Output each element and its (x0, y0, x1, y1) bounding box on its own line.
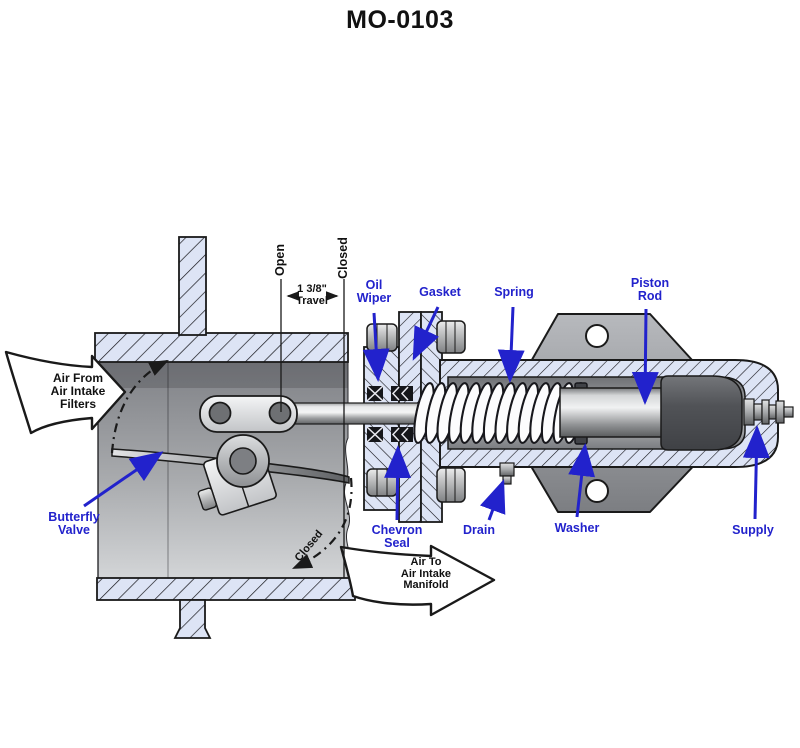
chevron-seals (391, 386, 413, 442)
outlet-flow-arrow (339, 544, 496, 617)
washer-leader (568, 443, 596, 518)
piston (660, 375, 743, 451)
spring-label: Spring (494, 285, 534, 299)
travel-dimension-label: 1 3/8" Travel (296, 283, 328, 307)
chevron-seal-label: Chevron Seal (371, 523, 423, 550)
leader-arrows (83, 306, 770, 521)
lever-arm (199, 395, 298, 433)
gasket-label: Gasket (419, 285, 461, 299)
butterfly-valve-label: Butterfly Valve (48, 510, 100, 537)
drain-fitting (499, 462, 515, 485)
chevron-seal-leader (384, 445, 412, 521)
supply-leader (742, 425, 770, 520)
oil-wiper-leader (362, 312, 390, 382)
piston-rod-label: Piston Rod (630, 276, 670, 303)
piston-rod-leader (631, 308, 659, 405)
inlet-flow-label: Air From Air Intake Filters (50, 371, 106, 411)
spring-leader (497, 306, 525, 383)
drain-leader (479, 479, 506, 521)
drain-label: Drain (463, 523, 495, 537)
oil-wiper-label: Oil Wiper (356, 278, 392, 305)
butterfly-valve-leader (83, 451, 164, 508)
oil-wiper-seals (366, 385, 384, 443)
piston-rod-shaft (559, 387, 671, 438)
page-title: MO-0103 (346, 6, 454, 34)
gasket-leader (412, 306, 440, 361)
washer-label: Washer (554, 521, 600, 535)
outlet-flow-label: Air To Air Intake Manifold (400, 556, 452, 591)
supply-fitting (743, 398, 794, 426)
inlet-flow-arrow (4, 350, 127, 435)
shaft-clamp (197, 434, 277, 516)
travel-reference-lines (280, 279, 345, 578)
supply-label: Supply (732, 523, 774, 537)
